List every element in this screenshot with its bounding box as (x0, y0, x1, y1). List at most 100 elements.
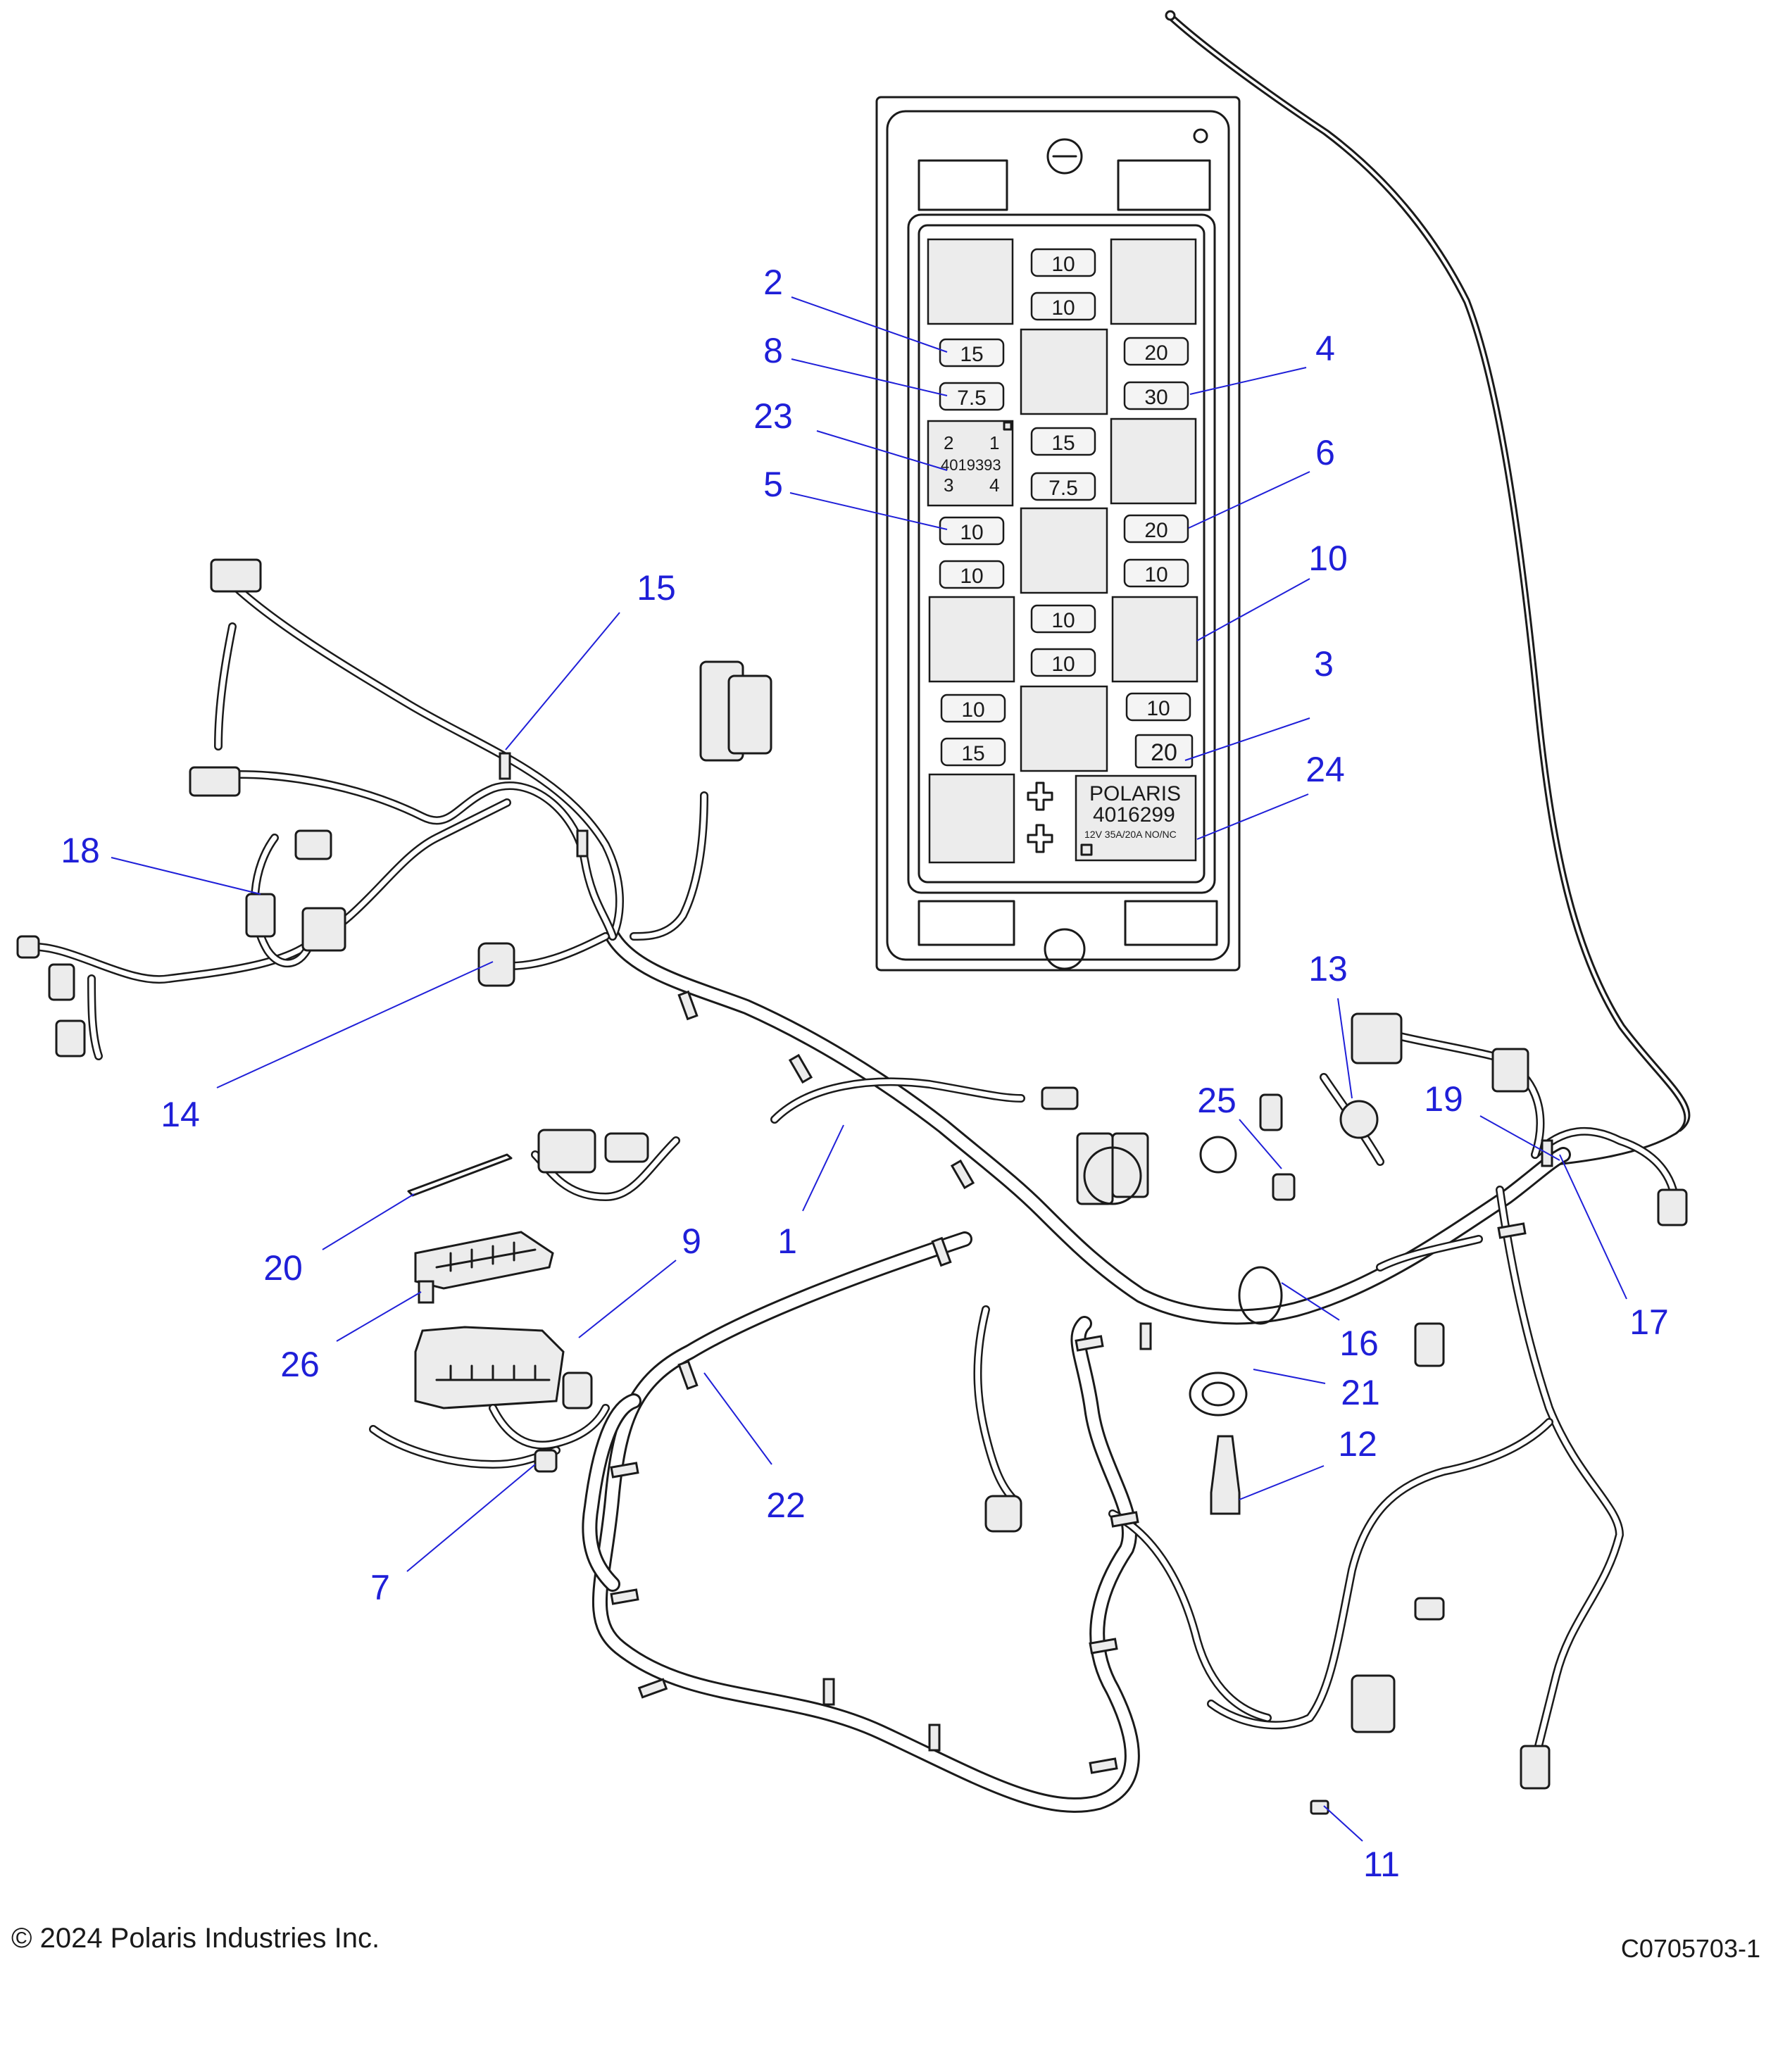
callout-20: 20 (263, 1248, 303, 1288)
svg-text:10: 10 (960, 565, 983, 588)
fuse-r1: 20 (1123, 337, 1189, 366)
callout-15: 15 (637, 568, 676, 608)
connector (1491, 1048, 1529, 1093)
connector (1414, 1597, 1445, 1621)
callout-24: 24 (1306, 750, 1345, 789)
svg-text:10: 10 (960, 521, 983, 544)
fuse-l5: 10 (940, 693, 1006, 723)
fuse-l6: 15 (940, 737, 1006, 767)
svg-text:10: 10 (1051, 296, 1075, 320)
callout-25: 25 (1197, 1081, 1237, 1120)
callout-22: 22 (766, 1486, 806, 1525)
callout-12: 12 (1338, 1424, 1377, 1464)
figure-id: C0705703-1 (1621, 1934, 1760, 1963)
fuse-slot (1020, 328, 1108, 415)
fuse-slot (1020, 685, 1108, 772)
connector (210, 558, 262, 593)
svg-text:10: 10 (961, 698, 984, 722)
fuse-c4: 7.5 (1030, 472, 1096, 501)
fuse-holder-assembly (369, 1326, 610, 1473)
callout-1: 1 (777, 1222, 797, 1261)
callout-4: 4 (1315, 329, 1335, 368)
connector (1076, 1132, 1114, 1205)
connector (1259, 1093, 1283, 1131)
connector (55, 1019, 86, 1057)
svg-text:10: 10 (1146, 697, 1170, 720)
callout-21: 21 (1341, 1373, 1380, 1412)
connector (48, 963, 75, 1001)
antenna-wire (1165, 10, 1691, 1167)
fuse-l2: 7.5 (939, 382, 1005, 411)
svg-text:30: 30 (1144, 386, 1167, 409)
fuse-c2: 10 (1030, 291, 1096, 321)
callout-9: 9 (682, 1222, 701, 1261)
svg-text:15: 15 (960, 343, 983, 366)
svg-text:15: 15 (1051, 432, 1075, 455)
callout-2: 2 (763, 263, 783, 302)
plug-25 (1272, 1173, 1296, 1201)
relay-brand: POLARIS (1089, 782, 1181, 805)
callouts: 1 2 3 4 5 6 7 8 9 10 11 12 13 14 15 16 1 (61, 263, 1669, 1884)
upper-left-harness (24, 573, 708, 1060)
svg-text:20: 20 (1151, 739, 1177, 766)
callout-11: 11 (1363, 1845, 1400, 1884)
callout-7: 7 (370, 1568, 390, 1607)
fuse-r3: 20 (1123, 514, 1189, 544)
connector (245, 893, 276, 938)
connector (294, 829, 332, 860)
fuse-c3: 15 (1030, 427, 1096, 456)
relay-rating: 12V 35A/20A NO/NC (1084, 829, 1177, 840)
label-20 (407, 1153, 513, 1197)
svg-text:10: 10 (1144, 563, 1167, 586)
callout-23: 23 (753, 396, 793, 436)
callout-16: 16 (1339, 1324, 1379, 1363)
relay-part-number: 4019393 (941, 456, 1001, 474)
fuse-cover-26 (414, 1231, 554, 1304)
connector (1414, 1322, 1445, 1367)
fuse-r6: 20 (1134, 734, 1194, 769)
fuse-slot (1111, 596, 1198, 683)
fuse-box: 2 1 4019393 3 4 POLARIS 4016299 12V 35A/… (875, 96, 1241, 972)
fuse-slot (928, 773, 1015, 864)
connector (1111, 1132, 1149, 1198)
relay-large-part-number: 4016299 (1093, 803, 1175, 827)
fuse-c6: 10 (1030, 648, 1096, 677)
connector (1339, 1100, 1379, 1139)
relay-large (1075, 774, 1197, 862)
fuse-r4: 10 (1123, 558, 1189, 588)
callout-19: 19 (1424, 1079, 1463, 1119)
callout-13: 13 (1308, 949, 1348, 988)
fuse-l1: 15 (939, 338, 1005, 368)
callout-14: 14 (161, 1095, 200, 1134)
connector (1351, 1012, 1403, 1065)
connector (1351, 1674, 1396, 1733)
copyright-text: © 2024 Polaris Industries Inc. (11, 1923, 380, 1954)
grommet-21 (1189, 1371, 1248, 1417)
connector (1520, 1745, 1551, 1790)
callout-6: 6 (1315, 433, 1335, 472)
fuse-slot (1110, 417, 1197, 505)
fuse-r5: 10 (1125, 692, 1191, 722)
connector (537, 1129, 596, 1174)
callout-5: 5 (763, 465, 783, 504)
svg-text:7.5: 7.5 (957, 387, 987, 410)
svg-text:20: 20 (1144, 519, 1167, 542)
callout-3: 3 (1314, 644, 1334, 684)
connector (727, 674, 772, 755)
relay-pin-2: 2 (944, 432, 953, 453)
svg-text:10: 10 (1051, 253, 1075, 276)
main-harness (582, 929, 1571, 1813)
fuse-slot (1020, 507, 1108, 594)
fuse-slot (928, 596, 1015, 683)
callout-17: 17 (1629, 1302, 1669, 1342)
fuse-r2: 30 (1123, 381, 1189, 410)
svg-text:10: 10 (1051, 653, 1075, 676)
fuse-l3: 10 (939, 516, 1005, 546)
connector (477, 942, 515, 987)
svg-text:20: 20 (1144, 341, 1167, 365)
svg-text:10: 10 (1051, 609, 1075, 632)
connector (301, 907, 346, 952)
connector (604, 1132, 649, 1163)
connector (16, 935, 40, 959)
